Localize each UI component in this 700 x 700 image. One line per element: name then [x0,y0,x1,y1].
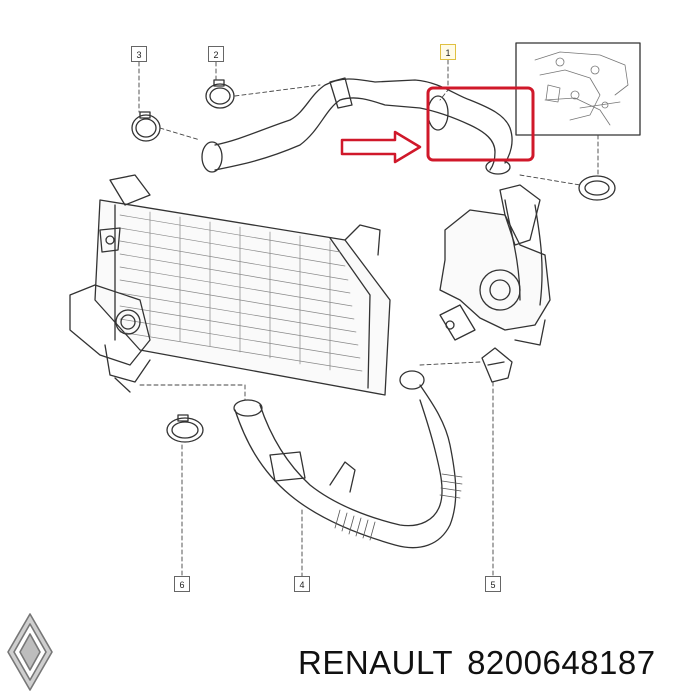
brand-part-number: RENAULT 8200648187 [298,644,698,684]
throttle-body [69,284,151,393]
leader-lines [138,59,599,577]
highlight-arrow [340,130,422,164]
hose-clamp-3 [131,111,161,142]
part-number: 8200648187 [467,644,656,681]
hose-clamp-2 [205,79,235,109]
turbocharger [439,184,551,346]
callout-4: 4 [294,576,310,592]
callout-3: 3 [131,46,147,62]
intercooler-fins [119,211,363,372]
lower-intercooler-hose [233,370,463,549]
seal-ring [578,175,616,201]
intercooler [94,174,391,396]
callout-5: 5 [485,576,501,592]
highlight-box [426,86,535,162]
hose-clamp-6 [166,414,204,443]
hose-clamp-5 [481,347,513,383]
callout-2: 2 [208,46,224,62]
callout-1: 1 [440,44,456,60]
brand-name: RENAULT [298,644,454,681]
callout-6: 6 [174,576,190,592]
inset-detail [515,42,641,136]
renault-diamond-icon [7,613,53,691]
hose-corrugation [334,473,463,541]
